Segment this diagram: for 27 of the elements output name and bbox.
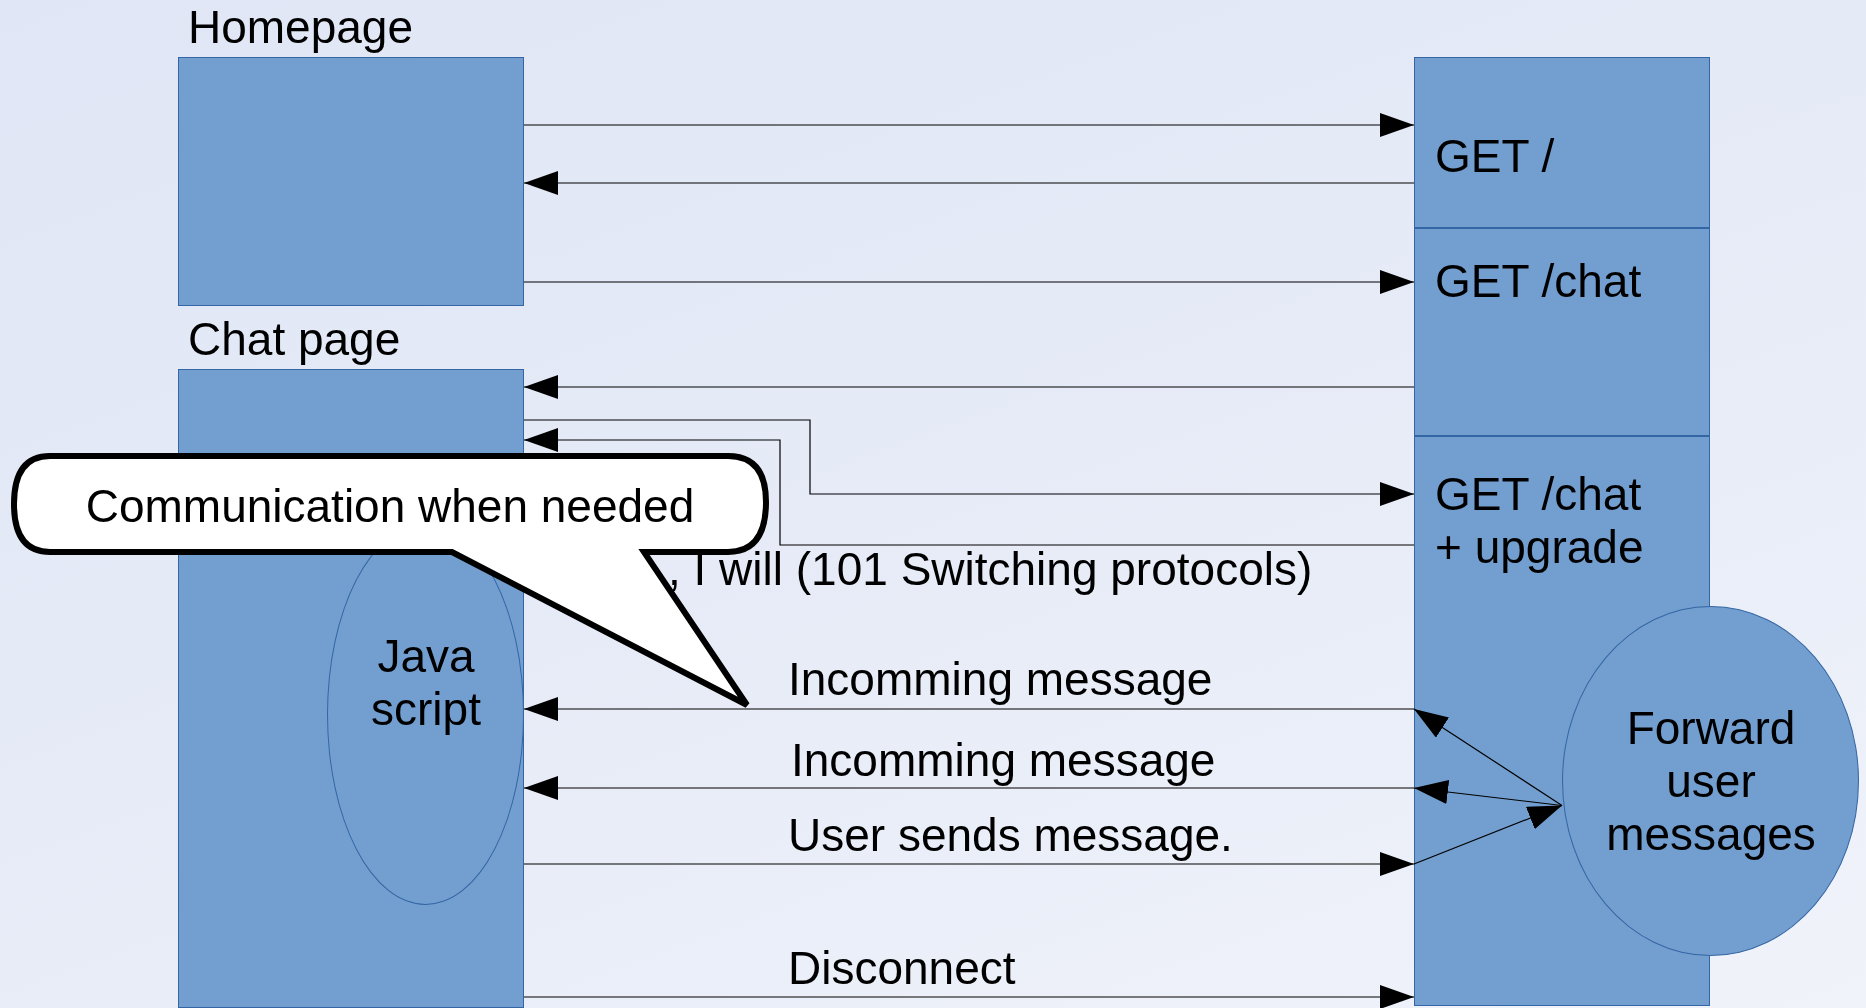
arrow xyxy=(523,776,1415,800)
arrow xyxy=(523,270,1415,294)
page-heading: Homepage xyxy=(188,1,414,54)
callout-text: Communication when needed xyxy=(84,480,696,533)
route-label: GET / xyxy=(1435,130,1556,183)
route-label: GET /chat xyxy=(1435,255,1643,308)
arrow xyxy=(523,419,1415,506)
ellipse-label: Java script xyxy=(370,630,482,736)
edge-label: Incomming message xyxy=(788,653,1213,706)
ellipse-label: Forward user messages xyxy=(1605,702,1817,861)
arrow xyxy=(523,375,1415,399)
arrow xyxy=(1413,780,1563,807)
arrow xyxy=(523,428,1415,546)
arrow xyxy=(523,852,1415,876)
arrow xyxy=(1413,708,1563,807)
arrow xyxy=(523,113,1415,137)
arrow xyxy=(523,697,1415,721)
arrow xyxy=(523,171,1415,195)
arrow xyxy=(1413,804,1563,865)
page-heading: Chat page xyxy=(188,313,401,366)
route-label: GET /chat + upgrade xyxy=(1435,468,1645,574)
edge-label: User sends message. xyxy=(788,809,1233,862)
arrow xyxy=(523,985,1415,1008)
edge-label: Incomming message xyxy=(791,734,1216,787)
server-section xyxy=(1414,228,1710,436)
edge-label: Disconnect xyxy=(788,942,1016,995)
server-section xyxy=(1414,57,1710,228)
